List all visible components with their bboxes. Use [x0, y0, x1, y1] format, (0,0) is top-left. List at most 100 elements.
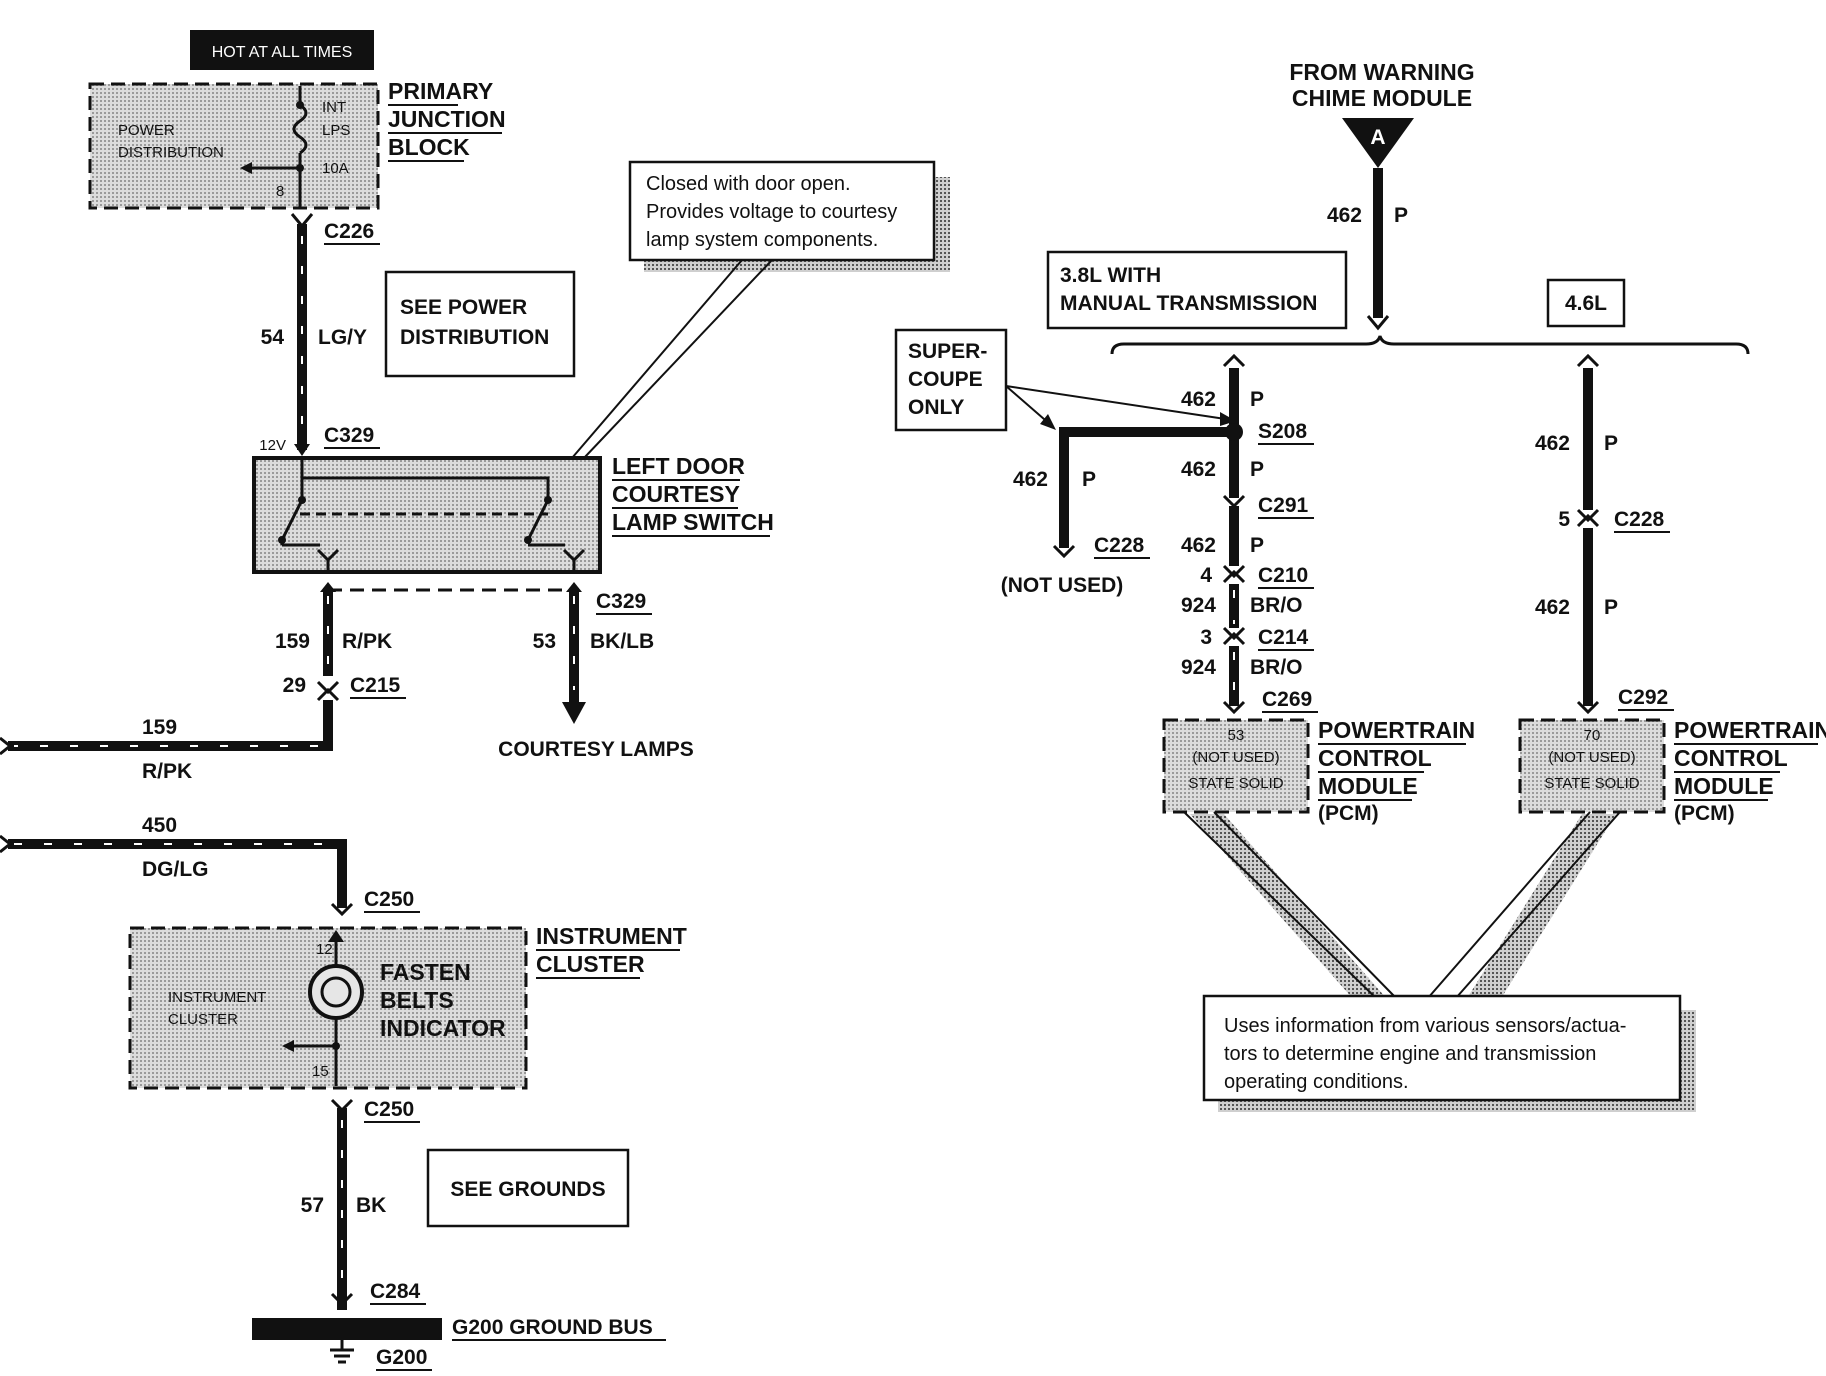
cluster-pin-top: 12: [316, 941, 333, 958]
fuse-label-2: LPS: [322, 122, 350, 139]
pjb-inner-line-1: POWER: [118, 122, 175, 139]
wire-159b-color: R/PK: [142, 760, 192, 783]
warning-module-line-2: CHIME MODULE: [1292, 85, 1472, 111]
wire-924b-color: BR/O: [1250, 656, 1303, 679]
supercoupe-line-1: SUPER-: [908, 340, 987, 363]
pcm-right-inner-1: (NOT USED): [1548, 749, 1635, 766]
wire-462a-color: P: [1394, 204, 1408, 227]
see-grounds-box: [426, 1148, 630, 1228]
see-power-line-2: DISTRIBUTION: [400, 326, 549, 349]
connector-a-letter: A: [1370, 126, 1385, 149]
wire-924b-number: 924: [1181, 656, 1216, 679]
wire-462e-color: P: [1250, 534, 1264, 557]
pcm-left-inner-2: STATE SOLID: [1188, 775, 1283, 792]
wire-450-color: DG/LG: [142, 858, 209, 881]
wire-54-color: LG/Y: [318, 326, 367, 349]
variant-46-box: [1546, 278, 1626, 328]
pcm-note-line-3: operating conditions.: [1224, 1071, 1409, 1093]
ground-bus-bar: [252, 1318, 442, 1340]
pcm-left-title-4: (PCM): [1318, 802, 1379, 825]
wire-462-supercoupe: [1059, 427, 1234, 548]
cluster-title-1: INSTRUMENT: [536, 923, 687, 949]
switch-note-line-2: Provides voltage to courtesy: [646, 201, 897, 223]
conn-c269: C269: [1262, 688, 1312, 711]
conn-c291: C291: [1258, 494, 1309, 517]
indicator-line-3: INDICATOR: [380, 1015, 506, 1041]
fuse-label-3: 10A: [322, 160, 349, 177]
fuse-label-1: INT: [322, 99, 346, 116]
warning-module-line-1: FROM WARNING: [1289, 59, 1474, 85]
primary-junction-block: [88, 82, 380, 210]
pjb-title-2: JUNCTION: [388, 106, 506, 132]
wire-462d-number: 462: [1181, 458, 1216, 481]
pjb-pin: 8: [276, 183, 284, 200]
pjb-title-1: PRIMARY: [388, 78, 493, 104]
conn-c329b: C329: [596, 590, 646, 613]
switch-note-line-1: Closed with door open.: [646, 173, 851, 195]
switch-note-box: [628, 160, 936, 262]
wire-462e-number: 462: [1181, 534, 1216, 557]
ground-bus-label: G200 GROUND BUS: [452, 1316, 653, 1339]
connector-c226-symbol: [290, 213, 314, 229]
conn-c210: C210: [1258, 564, 1308, 587]
pin-4: 4: [1200, 564, 1212, 587]
fuse-icon: [240, 86, 308, 208]
pcm-note-line-2: tors to determine engine and transmissio…: [1224, 1043, 1596, 1065]
voltage-12v: 12V: [259, 437, 286, 454]
switch-note-line-3: lamp system components.: [646, 229, 878, 251]
pcm-note-box: [1202, 994, 1682, 1102]
variant-bracket: [1110, 335, 1750, 355]
pcm-right-title-1: POWERTRAIN: [1674, 717, 1826, 743]
wire-462b-color: P: [1250, 388, 1264, 411]
pcm-left: [1162, 718, 1310, 814]
see-grounds-label: SEE GROUNDS: [450, 1178, 605, 1201]
pcm-left-title-3: MODULE: [1318, 773, 1418, 799]
ground-label: G200: [376, 1346, 427, 1369]
wire-159-number: 159: [275, 630, 310, 653]
see-power-line-1: SEE POWER: [400, 296, 527, 319]
switch-title-1: LEFT DOOR: [612, 453, 745, 479]
wire-462f-number: 462: [1535, 432, 1570, 455]
see-power-box: [384, 270, 576, 378]
switch-title-2: COURTESY: [612, 481, 740, 507]
connector-a-arrow: [1342, 118, 1414, 168]
cluster-inner-2: CLUSTER: [168, 1011, 238, 1028]
conn-c215: C215: [350, 674, 401, 697]
hot-label: HOT AT ALL TIMES: [212, 44, 353, 61]
wire-462c-color: P: [1082, 468, 1096, 491]
fasten-belts-indicator-icon: [282, 930, 364, 1086]
pcm-right-title-2: CONTROL: [1674, 745, 1788, 771]
conn-c329a: C329: [324, 424, 374, 447]
conn-c250a: C250: [364, 888, 414, 911]
wire-53-number: 53: [533, 630, 556, 653]
wire-462g-color: P: [1604, 596, 1618, 619]
indicator-line-1: FASTEN: [380, 959, 471, 985]
wire-462g-number: 462: [1535, 596, 1570, 619]
switch-icon: [280, 460, 565, 547]
pcm-left-title-2: CONTROL: [1318, 745, 1432, 771]
wire-57-number: 57: [301, 1194, 324, 1217]
wire-462c-number: 462: [1013, 468, 1048, 491]
conn-c228a: C228: [1094, 534, 1145, 557]
supercoupe-line-2: COUPE: [908, 368, 983, 391]
conn-c228b: C228: [1614, 508, 1665, 531]
conn-c250b: C250: [364, 1098, 414, 1121]
pcm-right-inner-2: STATE SOLID: [1544, 775, 1639, 792]
wire-462a-number: 462: [1327, 204, 1362, 227]
wire-462d-color: P: [1250, 458, 1264, 481]
supercoupe-line-3: ONLY: [908, 396, 964, 419]
variant-38-line-2: MANUAL TRANSMISSION: [1060, 292, 1317, 315]
wire-159-lower: [8, 700, 333, 751]
conn-c214: C214: [1258, 626, 1309, 649]
pcm-right-pin: 70: [1584, 727, 1601, 744]
cluster-pin-bottom: 15: [312, 1063, 329, 1080]
wire-924a-number: 924: [1181, 594, 1216, 617]
variant-38-box: [1046, 250, 1348, 330]
supercoupe-box: [894, 328, 1008, 432]
pjb-inner-line-2: DISTRIBUTION: [118, 144, 224, 161]
pcm-right-title-4: (PCM): [1674, 802, 1735, 825]
wire-159b-number: 159: [142, 716, 177, 739]
variant-46-label: 4.6L: [1565, 292, 1607, 315]
pcm-left-pin: 53: [1228, 727, 1245, 744]
